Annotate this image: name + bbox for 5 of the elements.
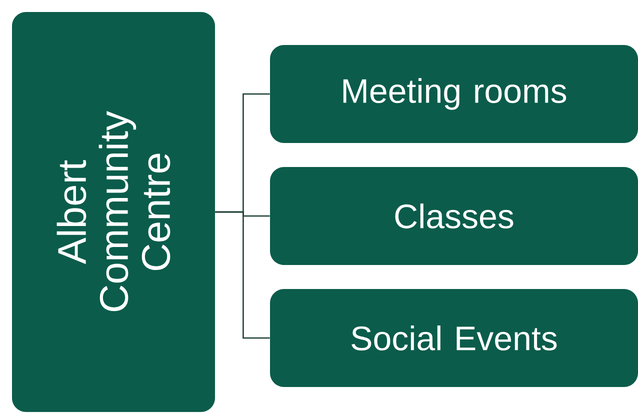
item-box: Classes	[270, 167, 638, 265]
connector-line	[215, 211, 270, 339]
item-box: Meeting rooms	[270, 45, 638, 143]
title-box: Albert Community Centre	[12, 12, 215, 412]
item-box: Social Events	[270, 289, 638, 387]
